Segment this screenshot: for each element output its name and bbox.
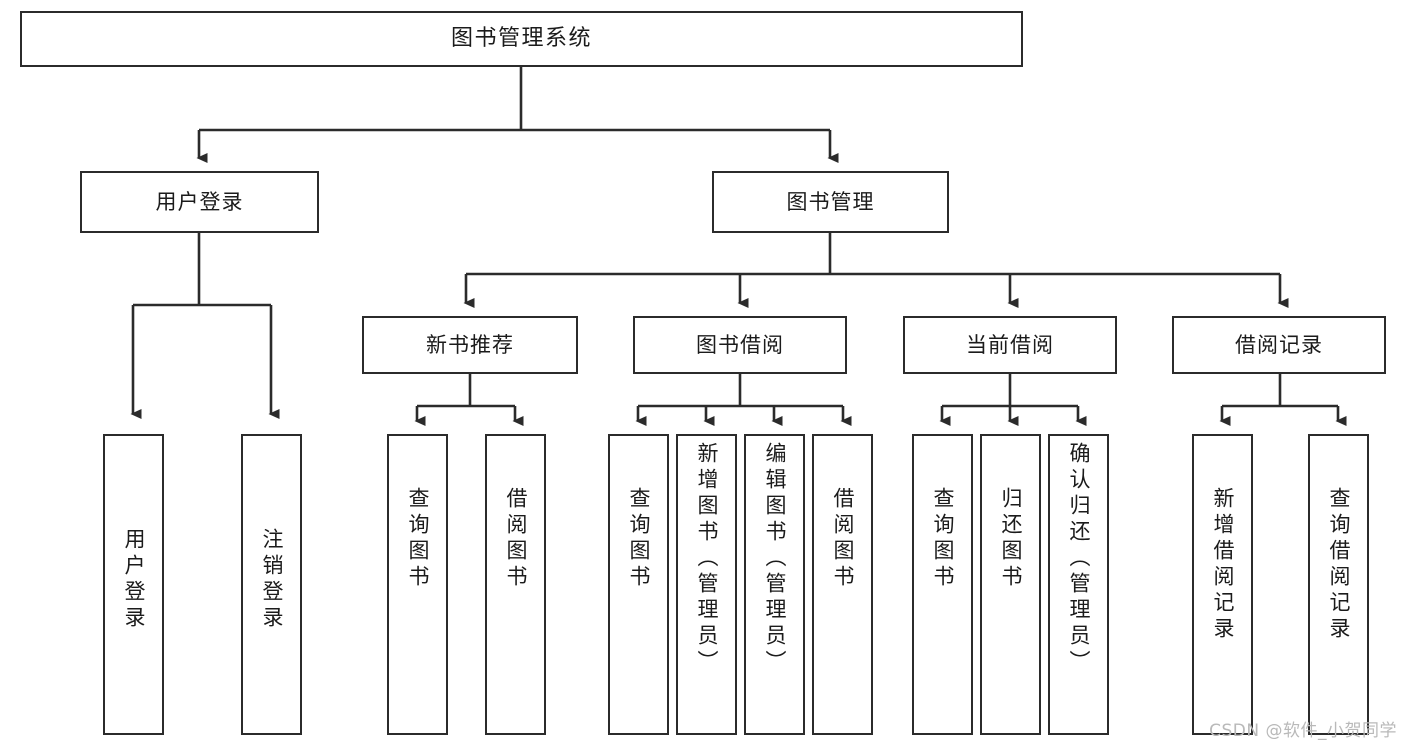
node-borrow-record-label: 借阅记录 <box>1235 332 1323 357</box>
node-leaf-query-book-2[interactable]: 查询图书 <box>608 434 669 735</box>
node-leaf-edit-book-label: 编辑图书（管理员） <box>763 442 787 676</box>
node-root-label: 图书管理系统 <box>450 26 592 52</box>
node-leaf-add-book[interactable]: 新增图书（管理员） <box>676 434 737 735</box>
node-leaf-add-record[interactable]: 新增借阅记录 <box>1192 434 1253 735</box>
node-leaf-confirm-return-label: 确认归还（管理员） <box>1067 442 1091 676</box>
node-leaf-user-login-label: 用户登录 <box>122 528 146 632</box>
node-leaf-add-record-label: 新增借阅记录 <box>1211 487 1235 643</box>
node-book-borrow[interactable]: 图书借阅 <box>633 316 847 374</box>
node-current-borrow-label: 当前借阅 <box>966 332 1054 357</box>
node-leaf-borrow-book-1[interactable]: 借阅图书 <box>485 434 546 735</box>
node-leaf-borrow-book-1-label: 借阅图书 <box>504 487 528 591</box>
node-leaf-confirm-return[interactable]: 确认归还（管理员） <box>1048 434 1109 735</box>
node-leaf-user-logout[interactable]: 注销登录 <box>241 434 302 735</box>
node-leaf-query-book-2-label: 查询图书 <box>627 487 651 591</box>
node-new-book-recommend-label: 新书推荐 <box>426 332 514 357</box>
node-leaf-query-record-label: 查询借阅记录 <box>1327 487 1351 643</box>
node-leaf-return-book-label: 归还图书 <box>999 487 1023 591</box>
node-leaf-edit-book[interactable]: 编辑图书（管理员） <box>744 434 805 735</box>
node-leaf-add-book-label: 新增图书（管理员） <box>695 442 719 676</box>
node-leaf-user-logout-label: 注销登录 <box>260 528 284 632</box>
node-root[interactable]: 图书管理系统 <box>20 11 1023 67</box>
node-leaf-query-record[interactable]: 查询借阅记录 <box>1308 434 1369 735</box>
node-leaf-query-book-3-label: 查询图书 <box>931 487 955 591</box>
node-borrow-record[interactable]: 借阅记录 <box>1172 316 1386 374</box>
node-leaf-query-book-1-label: 查询图书 <box>406 487 430 591</box>
node-leaf-query-book-1[interactable]: 查询图书 <box>387 434 448 735</box>
node-leaf-return-book[interactable]: 归还图书 <box>980 434 1041 735</box>
node-user-login[interactable]: 用户登录 <box>80 171 319 233</box>
node-book-manage-label: 图书管理 <box>786 189 875 214</box>
node-leaf-borrow-book-2-label: 借阅图书 <box>831 487 855 591</box>
node-user-login-label: 用户登录 <box>155 189 244 214</box>
node-book-manage[interactable]: 图书管理 <box>712 171 949 233</box>
node-current-borrow[interactable]: 当前借阅 <box>903 316 1117 374</box>
node-book-borrow-label: 图书借阅 <box>696 332 784 357</box>
watermark: CSDN @软件_小贺同学 <box>1209 721 1397 741</box>
node-leaf-query-book-3[interactable]: 查询图书 <box>912 434 973 735</box>
node-new-book-recommend[interactable]: 新书推荐 <box>362 316 578 374</box>
node-leaf-borrow-book-2[interactable]: 借阅图书 <box>812 434 873 735</box>
node-leaf-user-login[interactable]: 用户登录 <box>103 434 164 735</box>
